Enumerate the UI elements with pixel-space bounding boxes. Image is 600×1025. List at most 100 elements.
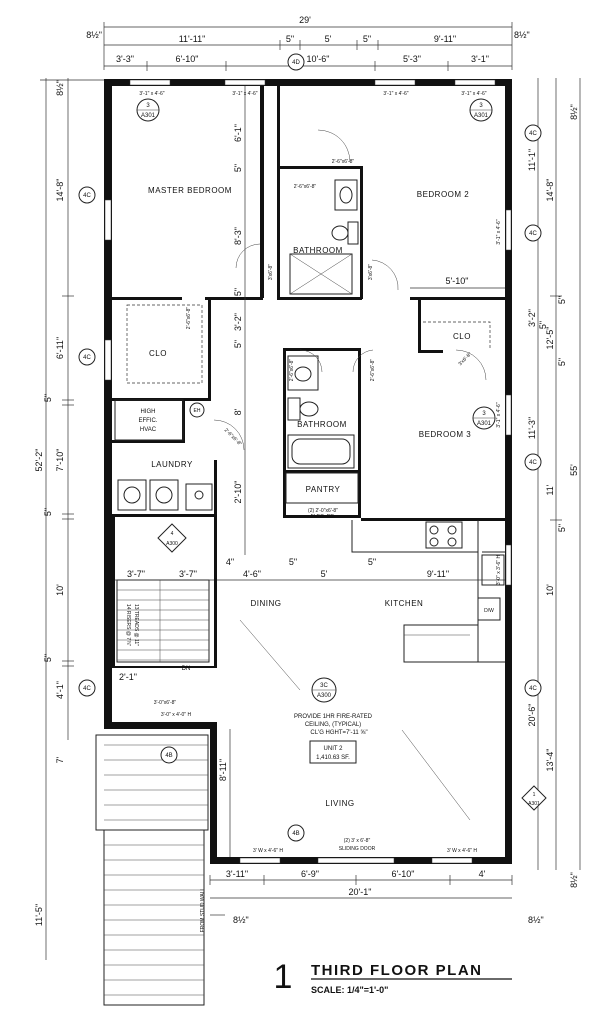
section-tag-sheet: A301 bbox=[141, 113, 156, 119]
dim-top-row2-2: 5" bbox=[286, 34, 294, 44]
room-laundry: LAUNDRY bbox=[151, 460, 193, 469]
dim-bed2-width: 5'-10" bbox=[446, 276, 469, 286]
window-label-7: 3'-0" x 3'-6" H bbox=[496, 555, 502, 586]
title-block: 1 THIRD FLOOR PLAN SCALE: 1/4"=1'-0" bbox=[274, 958, 512, 996]
window-tag-label: 4C bbox=[83, 193, 91, 199]
dim-left-seg-5: 5" bbox=[43, 508, 53, 516]
dim-bottom-3: 6'-10" bbox=[392, 869, 415, 879]
hvac-label-1: HIGH bbox=[141, 409, 156, 415]
window-tag-4c-left-2: 4C bbox=[78, 348, 96, 366]
dim-hall-7: 8' bbox=[233, 408, 243, 415]
dim-kitchen-4: 5' bbox=[321, 569, 328, 579]
section-tag-3c-a300: 3C A300 bbox=[311, 677, 337, 703]
dim-bottom-4: 4' bbox=[479, 869, 486, 879]
window-tag-4c-left-3: 4C bbox=[78, 679, 96, 697]
dim-hall-3: 8'-3" bbox=[233, 227, 243, 245]
window-label-1: 3'-1" x 4'-6" bbox=[139, 91, 164, 97]
dim-right-outer-6: 5" bbox=[557, 524, 567, 532]
window-tag-4c-left-1: 4C bbox=[78, 186, 96, 204]
window-tag-4b-left: 4B bbox=[160, 746, 178, 764]
window-label-6: 3'-1" x 4'-6" bbox=[496, 402, 502, 427]
notes: PROVIDE 1HR FIRE-RATED CEILING, (TYPICAL… bbox=[125, 604, 373, 764]
dim-left-seg-2: 6'-11" bbox=[55, 337, 65, 359]
dim-right-inner-3: 5" bbox=[538, 321, 548, 329]
window-label-10: 3'-0" x 4'-0" H bbox=[161, 712, 192, 718]
door-label-6: 2'-6"x6'-8" bbox=[289, 359, 295, 382]
door-label-5: 2'-6"x6'-8" bbox=[186, 307, 192, 330]
stair-treads-note: 13 TREADS @ 11" bbox=[133, 604, 139, 646]
sliding-door-label: SLIDING DOOR bbox=[339, 846, 376, 852]
window-tag-4d-label: 4D bbox=[292, 60, 300, 66]
dim-bottom-left-small: 8½" bbox=[233, 915, 249, 925]
exterior-walls bbox=[104, 79, 512, 864]
left-dimensions: 52'-2" 8½" 14'-8" 6'-11" 5" 7'-10" 5" 10… bbox=[34, 78, 106, 960]
dim-top-right-edge: 8½" bbox=[514, 30, 530, 40]
right-dimensions: 55' 8½" 8½" 14'-8" 5" 12'-5" 5" 11' 5" 1… bbox=[524, 78, 581, 888]
section-tag-num: 3 bbox=[146, 103, 150, 109]
drawing-scale: SCALE: 1/4"=1'-0" bbox=[311, 985, 388, 995]
dim-hall-1: 6'-1" bbox=[233, 124, 243, 142]
dim-overall-length: 52'-2" bbox=[34, 449, 44, 472]
section-tag-num: 3 bbox=[482, 411, 486, 417]
section-tag-3-a301-bed3: 3 A301 bbox=[472, 406, 496, 430]
dim-left-seg-8: 4'-1" bbox=[55, 681, 65, 699]
hvac-label-2: EFFIC. bbox=[139, 418, 158, 424]
dim-top-row3-2: 6'-10" bbox=[176, 54, 199, 64]
dim-top-row2-1: 11'-11" bbox=[179, 34, 206, 44]
dim-right-outer-5: 11' bbox=[545, 484, 555, 495]
room-dining: DINING bbox=[251, 599, 282, 608]
dim-right-outer-2: 5" bbox=[557, 296, 567, 304]
exterior-stair bbox=[95, 734, 209, 1006]
section-tag-sheet: A301 bbox=[528, 801, 540, 807]
dim-right-bottom-edge: 8½" bbox=[569, 872, 579, 888]
sliding-door-size: (2) 3' x 6'-8" bbox=[344, 838, 371, 844]
section-tag-sheet: A300 bbox=[317, 693, 332, 699]
dim-left-top-edge: 8½" bbox=[55, 80, 65, 96]
section-tag-3-a301-right: 3 A301 bbox=[469, 98, 493, 122]
dim-landing: 2'-1" bbox=[119, 672, 137, 682]
dim-top-row3-3: 10'-6" bbox=[307, 54, 330, 64]
window-label-8: 3' W x 4'-6" H bbox=[253, 848, 283, 854]
window-tag-label: 4C bbox=[83, 686, 91, 692]
dim-hall-5: 3'-2" bbox=[233, 313, 243, 331]
dim-living-left: 8'-11" bbox=[218, 759, 228, 781]
note-fire-rated-2: CEILING, (TYPICAL) bbox=[305, 722, 361, 728]
section-tag-3-a301-left: 3 A301 bbox=[136, 98, 160, 122]
dim-hall-8: 2'-10" bbox=[233, 481, 243, 504]
room-labels: MASTER BEDROOM BEDROOM 2 BEDROOM 3 BATHR… bbox=[139, 186, 471, 808]
window-label-4: 3'-1" x 4'-6" bbox=[461, 91, 486, 97]
door-label-8: 2'-6"x6'-8" bbox=[223, 427, 243, 447]
stair-risers-note: 14 RISERS @ 7⅞" bbox=[125, 604, 131, 646]
dim-right-outer-3: 12'-5" bbox=[545, 327, 555, 350]
dim-right-inner-5: 20'-6" bbox=[527, 704, 537, 727]
drawing-title: THIRD FLOOR PLAN bbox=[311, 962, 483, 979]
section-tag-num: 1 bbox=[533, 792, 536, 798]
hvac-label-3: HVAC bbox=[140, 427, 157, 433]
interior-walls bbox=[112, 86, 505, 668]
window-tag-label: 4C bbox=[83, 355, 91, 361]
dim-right-outer-1: 14'-8" bbox=[545, 179, 555, 202]
dim-left-seg-4: 7'-10" bbox=[55, 449, 65, 472]
interior-dimensions: 4" 4'-6" 5" 5' 5" 9'-11" 3'-7" 3'-7" 6'-… bbox=[115, 86, 505, 857]
dim-top-row3-1: 3'-3" bbox=[116, 54, 134, 64]
dim-stair-1: 3'-7" bbox=[127, 569, 145, 579]
dim-left-seg-1: 14'-8" bbox=[55, 179, 65, 202]
dim-top-row2-5: 9'-11" bbox=[434, 34, 456, 44]
dim-kitchen-2: 4'-6" bbox=[243, 569, 261, 579]
top-dimensions: 29' 8½" 8½" 11'-11" 5" 5' 5" 9'-11" 3'-3… bbox=[86, 15, 530, 71]
window-tag-4c-right-2: 4C bbox=[524, 224, 542, 242]
unit-label: UNIT 2 bbox=[324, 746, 344, 752]
dim-left-seg-9: 7' bbox=[55, 756, 65, 763]
window-tag-label: 4C bbox=[529, 460, 537, 466]
section-tags: 3 A301 3 A301 3 A301 4 A300 3C A300 bbox=[136, 98, 547, 842]
dim-right-inner-4: 11'-3" bbox=[527, 417, 537, 439]
room-pantry: PANTRY bbox=[306, 485, 341, 494]
door-label-7: 2'-6"x6'-8" bbox=[370, 359, 376, 382]
section-tag-1-a301: 1 A301 bbox=[521, 785, 547, 811]
dim-left-seg-6: 10' bbox=[55, 584, 65, 596]
dim-kitchen-5: 5" bbox=[368, 557, 376, 567]
window-tag-4c-right-3: 4C bbox=[524, 453, 542, 471]
door-label-10: 3'-0"x6'-8" bbox=[154, 700, 177, 706]
dim-kitchen-1: 4" bbox=[226, 557, 234, 567]
